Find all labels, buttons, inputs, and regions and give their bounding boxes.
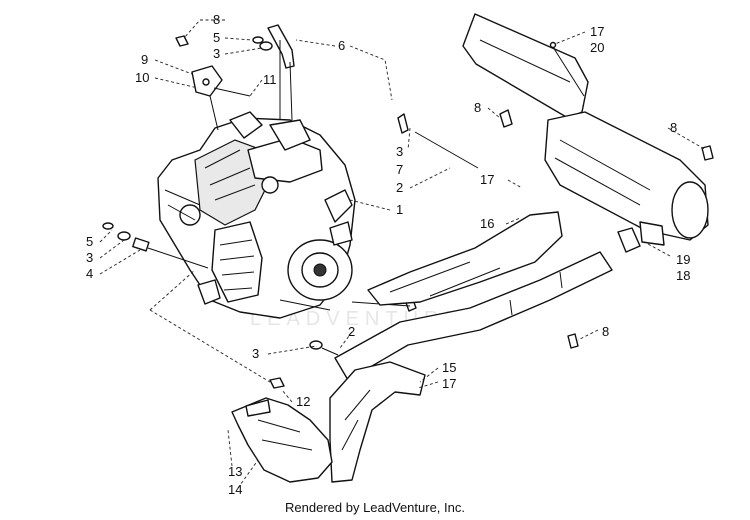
muffler-heat-shield bbox=[462, 13, 589, 119]
callout-3: 3 bbox=[86, 250, 93, 265]
callout-15: 15 bbox=[442, 360, 456, 375]
callout-3: 3 bbox=[252, 346, 259, 361]
callout-2: 2 bbox=[396, 180, 403, 195]
callout-5: 5 bbox=[86, 234, 93, 249]
callout-6: 6 bbox=[338, 38, 345, 53]
callout-18: 18 bbox=[676, 268, 690, 283]
callout-14: 14 bbox=[228, 482, 242, 497]
callout-3: 3 bbox=[213, 46, 220, 61]
callout-16: 16 bbox=[480, 216, 494, 231]
callout-8: 8 bbox=[602, 324, 609, 339]
callout-10: 10 bbox=[135, 70, 149, 85]
callout-4: 4 bbox=[86, 266, 93, 281]
callout-9: 9 bbox=[141, 52, 148, 67]
callout-2: 2 bbox=[348, 324, 355, 339]
bracket-9 bbox=[191, 65, 223, 131]
callout-17: 17 bbox=[480, 172, 494, 187]
callout-8: 8 bbox=[213, 12, 220, 27]
leader-lines bbox=[99, 19, 707, 489]
header-heat-shield bbox=[329, 361, 426, 483]
callout-12: 12 bbox=[296, 394, 310, 409]
credit-line: Rendered by LeadVenture, Inc. bbox=[285, 500, 465, 515]
mid-pipe bbox=[334, 251, 613, 381]
callout-8: 8 bbox=[474, 100, 481, 115]
mounting-bracket bbox=[267, 24, 295, 121]
callout-13: 13 bbox=[228, 464, 242, 479]
callout-17: 17 bbox=[442, 376, 456, 391]
callout-20: 20 bbox=[590, 40, 604, 55]
exhaust-header bbox=[231, 377, 333, 483]
callout-8: 8 bbox=[670, 120, 677, 135]
callout-7: 7 bbox=[396, 162, 403, 177]
fasteners bbox=[102, 35, 714, 356]
callout-19: 19 bbox=[676, 252, 690, 267]
engine-assembly bbox=[157, 111, 356, 319]
callout-1: 1 bbox=[396, 202, 403, 217]
callout-labels: 8 5 3 9 10 11 6 3 7 2 1 5 3 4 17 20 8 8 … bbox=[86, 12, 690, 497]
callout-17: 17 bbox=[590, 24, 604, 39]
callout-3: 3 bbox=[396, 144, 403, 159]
callout-11: 11 bbox=[263, 72, 277, 87]
muffler bbox=[544, 111, 709, 253]
mid-heat-shield bbox=[367, 211, 563, 306]
callout-5: 5 bbox=[213, 30, 220, 45]
